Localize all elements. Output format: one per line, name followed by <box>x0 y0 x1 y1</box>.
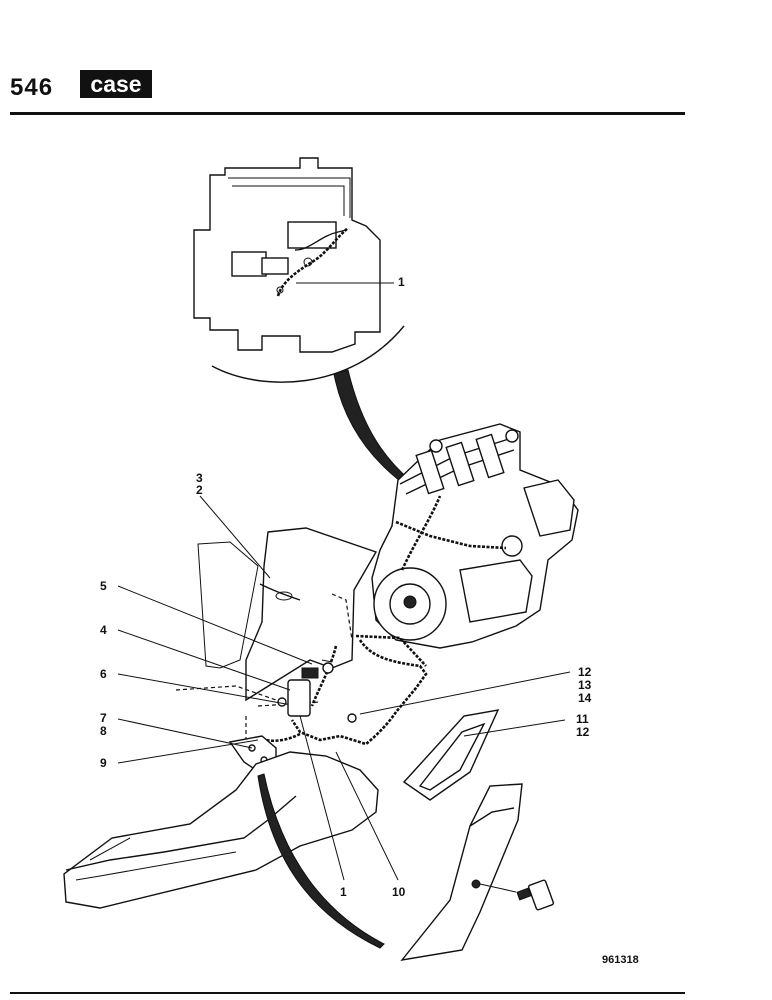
svg-text:case: case <box>90 71 141 97</box>
engine-block <box>371 423 579 649</box>
engine-inset <box>193 157 405 383</box>
callout-7: 7 <box>100 711 107 725</box>
callout-8: 8 <box>100 724 107 738</box>
callout-3: 3 <box>196 471 203 485</box>
figure-number: 961318 <box>602 954 639 966</box>
callout-13: 13 <box>578 678 592 692</box>
callout-12b: 12 <box>576 725 590 739</box>
leader-lines <box>117 495 571 881</box>
callout-1-bottom: 1 <box>340 885 347 899</box>
callout-9: 9 <box>100 756 107 770</box>
callout-6: 6 <box>100 667 107 681</box>
firewall-panel <box>175 527 378 746</box>
switch-panel <box>400 709 555 961</box>
callout-5: 5 <box>100 579 107 593</box>
callout-12a: 12 <box>578 665 592 679</box>
callout-11: 11 <box>576 712 589 726</box>
callout-14: 14 <box>578 691 592 705</box>
header-rule <box>10 112 685 115</box>
callout-10: 10 <box>392 885 406 899</box>
model-number: 546 <box>10 74 54 101</box>
callout-4: 4 <box>100 623 107 637</box>
detail-pointer <box>333 369 411 485</box>
case-logo: case <box>80 70 152 98</box>
footer-rule <box>10 992 685 994</box>
callout-2: 2 <box>196 483 203 497</box>
callout-1-top: 1 <box>398 275 405 289</box>
switch-detail-pointer <box>257 773 385 949</box>
wiring-harness <box>265 634 428 746</box>
